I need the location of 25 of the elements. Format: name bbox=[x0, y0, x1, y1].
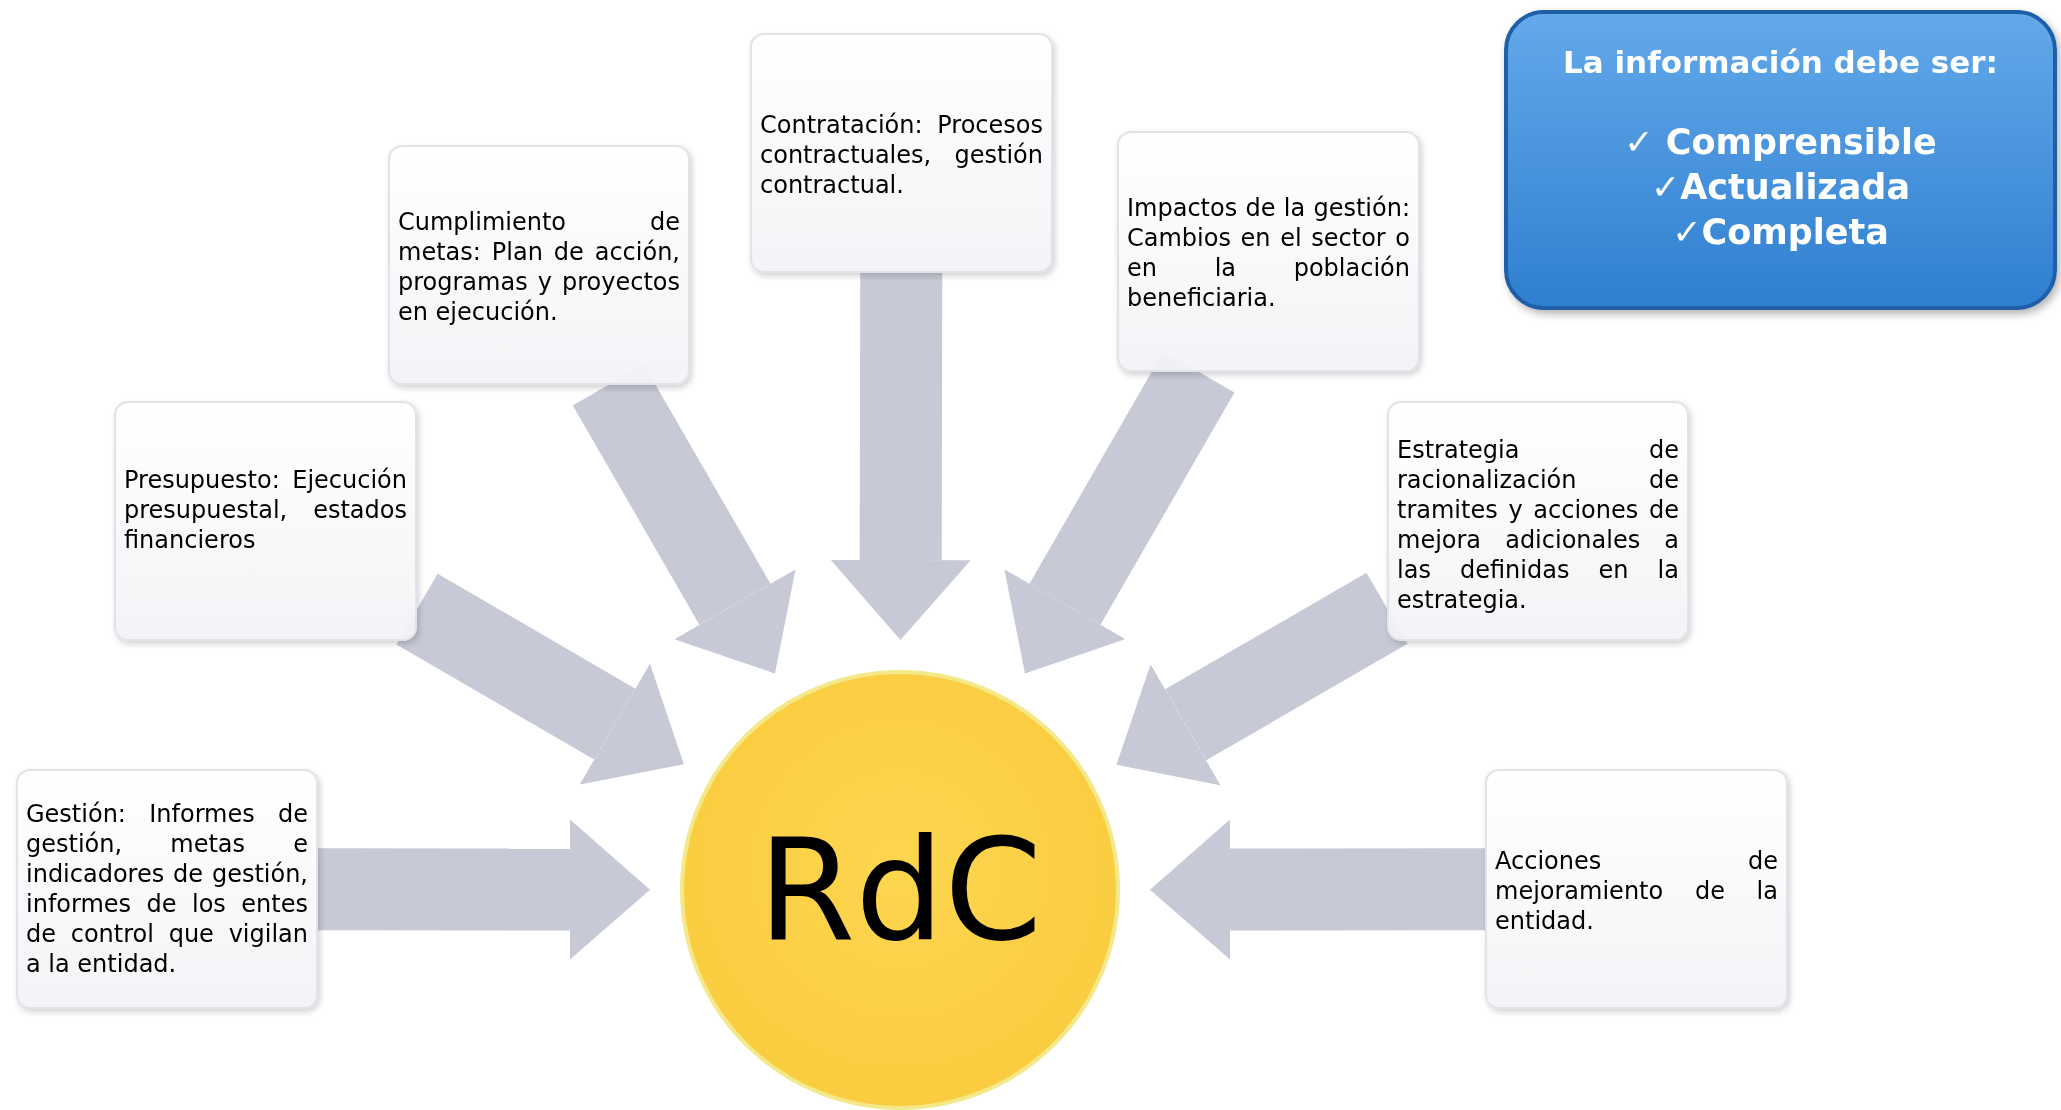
box-text: Presupuesto: Ejecución presupuestal, estados financieros bbox=[124, 465, 407, 555]
text-box bbox=[1485, 769, 1788, 1009]
box-text: Contratación: Procesos contractuales, gestión contractual. bbox=[760, 110, 1043, 200]
block-arrow bbox=[318, 819, 650, 960]
block-arrow bbox=[1116, 572, 1408, 786]
box-text: Acciones de mejoramiento de la entidad. bbox=[1495, 846, 1778, 936]
text-box bbox=[750, 33, 1053, 273]
checklist-item: ✓Actualizada bbox=[1650, 166, 1911, 209]
circle-label: RdC bbox=[758, 808, 1042, 972]
text-box bbox=[388, 145, 690, 385]
text-box bbox=[1387, 401, 1689, 641]
block-arrow bbox=[830, 272, 971, 640]
text-box bbox=[114, 401, 417, 641]
panel-title: La información debe ser: bbox=[1563, 44, 1998, 80]
box-text: Cumplimiento de metas: Plan de acción, programas y proyectos en ejecución. bbox=[398, 207, 680, 327]
block-arrow bbox=[1150, 819, 1485, 960]
text-box bbox=[1117, 131, 1420, 372]
checklist-item: ✓ Comprensible bbox=[1624, 121, 1937, 164]
box-text: Gestión: Informes de gestión, metas e indicadores de gestión, informes de los entes de control que vigilan a la entidad. bbox=[26, 799, 308, 979]
info-panel bbox=[1504, 10, 2057, 310]
box-text: Impactos de la gestión: Cambios en el sector o en la población beneficiaria. bbox=[1127, 193, 1410, 313]
block-arrow bbox=[396, 573, 684, 785]
text-box bbox=[16, 769, 318, 1009]
checklist-item: ✓Completa bbox=[1672, 211, 1889, 254]
box-text: Estrategia de racionalización de tramites y acciones de mejora adicionales a las definidas en la estrategia. bbox=[1397, 435, 1679, 615]
